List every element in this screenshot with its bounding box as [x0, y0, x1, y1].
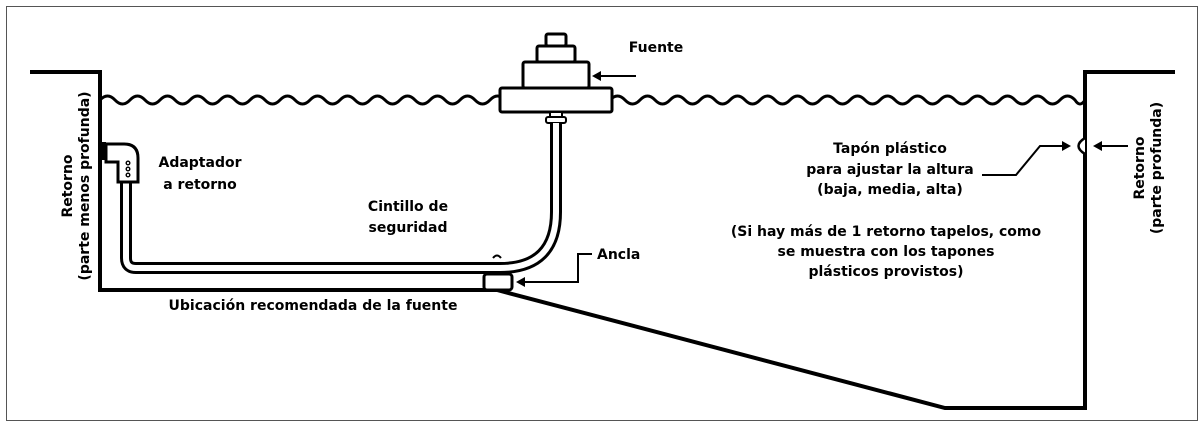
anchor-weight	[482, 272, 514, 292]
leader-lines	[516, 71, 1128, 287]
plug-label-line1: Tapón plástico	[833, 141, 947, 157]
adapter-label-line1: Adaptador	[158, 155, 241, 171]
return-adapter	[100, 142, 140, 184]
location-label: Ubicación recomendada de la fuente	[169, 298, 458, 314]
fountain-unit	[498, 32, 614, 124]
safety-label-line2: seguridad	[368, 220, 447, 236]
plug-label-line3: (baja, media, alta)	[817, 182, 963, 198]
plug-arrowhead	[1062, 141, 1071, 151]
left-return-line2: (parte menos profunda)	[77, 91, 93, 280]
anchor-arrowhead	[516, 277, 525, 287]
fountain-swivel	[545, 116, 567, 124]
plug-label-line2: para ajustar la altura	[806, 162, 974, 178]
right-return-label: Retorno (parte profunda)	[1132, 102, 1165, 234]
hose-inner	[123, 123, 559, 271]
fountain-tier-top	[544, 32, 568, 48]
adapter-hole-3	[125, 172, 131, 178]
left-return-line1: Retorno	[60, 154, 76, 217]
adapter-flange	[100, 142, 106, 160]
safety-tie	[492, 254, 502, 259]
note-line3: plásticos provistos)	[808, 264, 963, 280]
note-line1: (Si hay más de 1 retorno tapelos, como	[731, 224, 1042, 240]
anchor-arrow	[522, 253, 592, 283]
plastic-plug	[1077, 136, 1086, 156]
plug-leader	[982, 145, 1066, 176]
adapter-elbow	[104, 142, 140, 184]
right-return-arrowhead	[1093, 141, 1102, 151]
anchor-label: Ancla	[597, 247, 640, 263]
adapter-hole-2	[125, 166, 131, 172]
adapter-label-line2: a retorno	[163, 177, 237, 193]
fountain-base	[498, 86, 614, 114]
fountain-tier-lower	[521, 60, 591, 90]
fountain-arrowhead	[592, 71, 601, 81]
pool-outline	[30, 70, 1175, 410]
safety-label-line1: Cintillo de	[368, 199, 448, 215]
note-line2: se muestra con los tapones	[778, 244, 995, 260]
adapter-hole-1	[125, 160, 131, 166]
fountain-tier-middle	[535, 44, 577, 64]
right-return-line1: Retorno	[1132, 136, 1148, 199]
fountain-label: Fuente	[629, 40, 683, 56]
diagram-frame	[6, 6, 1198, 421]
right-return-line2: (parte profunda)	[1149, 102, 1165, 234]
left-return-label: Retorno (parte menos profunda)	[60, 91, 93, 280]
